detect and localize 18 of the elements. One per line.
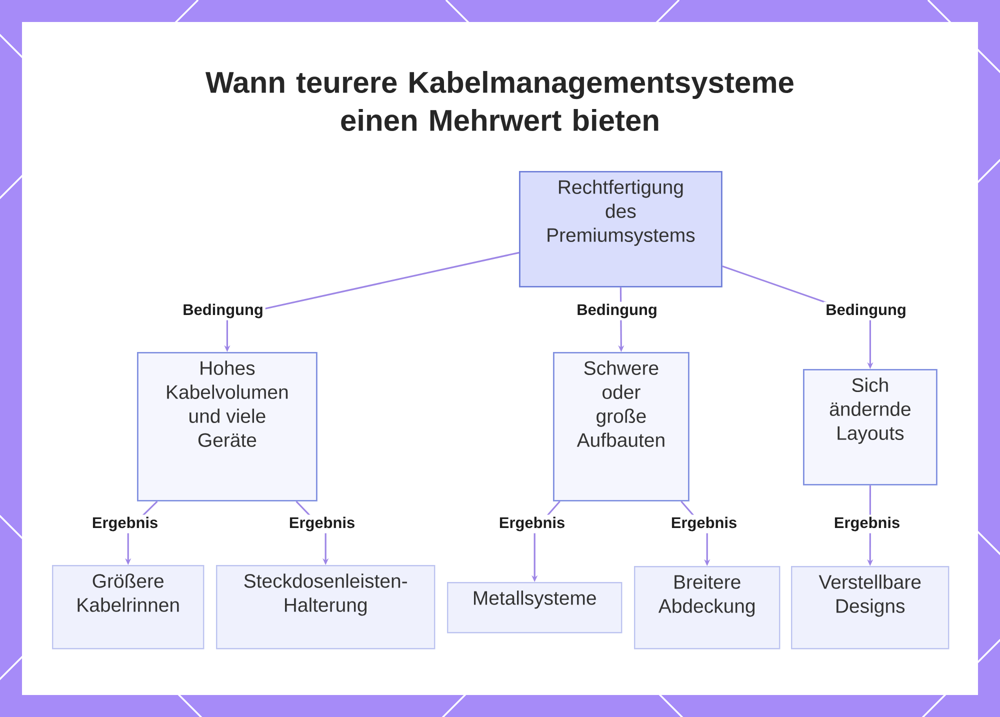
condition-box: Hohes Kabelvolumen und viele Geräte: [137, 352, 318, 502]
edge-label: Bedingung: [824, 302, 908, 320]
edge-label: Ergebnis: [832, 514, 902, 534]
edge-label: Ergebnis: [286, 514, 358, 534]
edge-label: Ergebnis: [668, 514, 740, 534]
condition-box: Sich ändernde Layouts: [803, 369, 938, 486]
title: Wann teurere Kabelmanagementsysteme einen Mehrwert bieten: [205, 70, 794, 132]
result-box: Größere Kabelrinnen: [52, 565, 204, 650]
result-box: Breitere Abdeckung: [634, 566, 780, 650]
edge-label: Ergebnis: [496, 514, 568, 534]
edge-label: Bedingung: [180, 302, 266, 320]
condition-box: Schwere oder große Aufbauten: [553, 352, 690, 502]
edge-label: Bedingung: [574, 302, 660, 320]
root-box: Rechtfertigung des Premiumsystems: [519, 171, 722, 288]
result-box: Metallsysteme: [447, 582, 622, 634]
result-box: Verstellbare Designs: [791, 566, 950, 650]
edge-label: Ergebnis: [90, 514, 160, 534]
result-box: Steckdosenleisten-Halterung: [216, 565, 436, 650]
